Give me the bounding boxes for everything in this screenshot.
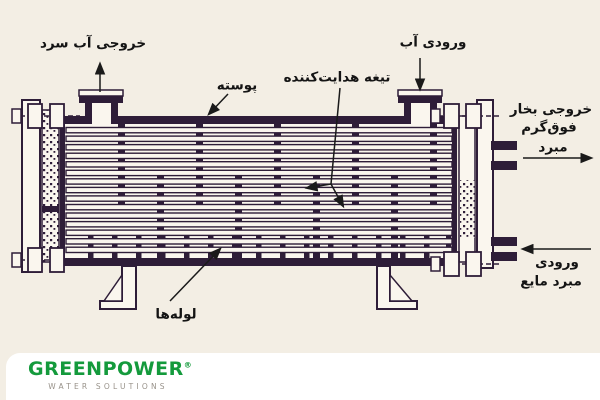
right-bottom-bolt (430, 251, 500, 277)
tubes-pointer (169, 247, 222, 302)
left-top-bolt (11, 103, 80, 129)
label-tubes: لوله‌ها (155, 306, 197, 323)
baffle-leader (330, 87, 341, 185)
shell-walls (58, 116, 458, 266)
right-top-bolt (430, 103, 500, 129)
support-legs (99, 265, 418, 310)
label-liquid-inlet-1: ورودی (535, 254, 579, 271)
shell-pointer (207, 93, 229, 116)
label-vapor-outlet-3: مبرد (538, 139, 568, 156)
label-cold-water-outlet: خروجی آب سرد (39, 35, 147, 52)
left-bottom-bolt (11, 247, 80, 273)
registered-trademark-mark: ® (183, 360, 193, 370)
label-vapor-outlet-1: خروجی بخار (509, 101, 593, 118)
label-guide-baffle: تیغه هدایت‌کننده (283, 69, 391, 86)
logo-tagline: WATER SOLUTIONS (48, 381, 168, 391)
logo-text: GREENPOWER (28, 358, 184, 380)
label-water-inlet: ورودی آب (399, 34, 467, 51)
right-channel (458, 99, 517, 269)
brand-logo: GREENPOWER® WATER SOLUTIONS (28, 358, 192, 391)
baffle-pointer-right (330, 183, 345, 209)
label-shell: پوسته (216, 77, 258, 94)
label-liquid-inlet-2: مبرد مایع (520, 273, 582, 290)
annotation-arrows (94, 58, 594, 302)
baffle-pointer-left (304, 181, 332, 192)
left-channel (21, 99, 60, 273)
logo-wordmark: GREENPOWER® (28, 358, 192, 380)
logo-band: GREENPOWER® WATER SOLUTIONS (6, 353, 600, 400)
tube-bundle (65, 126, 453, 254)
label-vapor-outlet-2: فوق‌گرم (521, 119, 577, 136)
water-outlet-nozzle (78, 89, 124, 124)
